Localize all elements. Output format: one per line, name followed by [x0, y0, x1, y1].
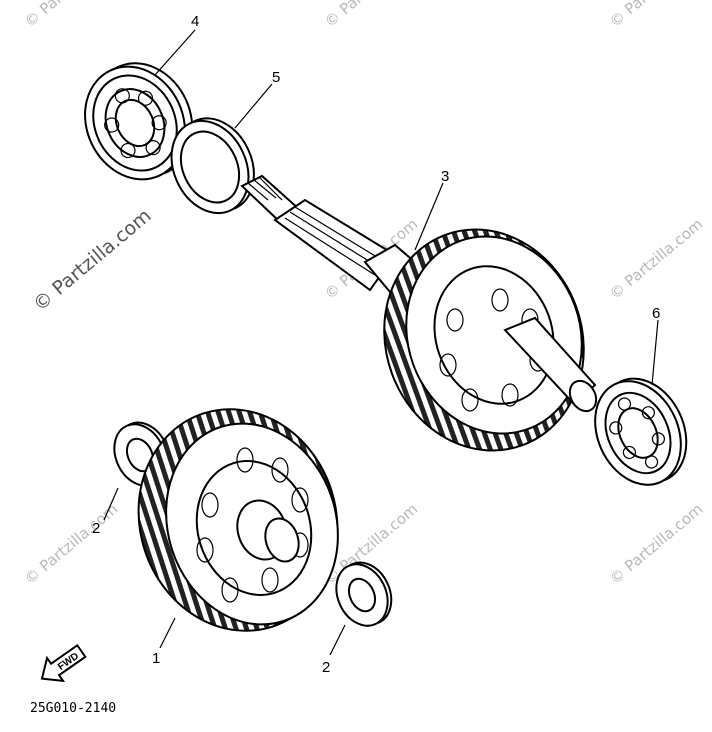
callout-1: 1 — [152, 650, 160, 667]
callout-2a: 2 — [92, 520, 100, 537]
watermark: © Partzilla.com — [606, 500, 706, 588]
watermark: © Partzilla.com — [21, 500, 121, 588]
callout-5: 5 — [272, 69, 280, 86]
part-1-gear — [137, 408, 339, 632]
watermark: © Partzilla.com — [29, 205, 155, 316]
callout-3: 3 — [441, 168, 449, 185]
part-6-bearing — [594, 377, 688, 486]
fwd-arrow-icon: FWD — [40, 643, 87, 683]
part-2-washer-lower — [335, 561, 393, 627]
watermark: © Partzilla.com — [321, 0, 421, 31]
part-code: 25G010-2140 — [30, 701, 116, 716]
callout-6: 6 — [652, 305, 660, 322]
leader-lines — [103, 29, 659, 656]
watermark: © Partzilla.com — [21, 0, 121, 31]
callouts: 4 5 3 6 2 1 2 — [92, 13, 660, 676]
part-4-bearing — [84, 62, 194, 181]
watermark: © Partzilla.com — [606, 215, 706, 303]
watermark: © Partzilla.com — [606, 0, 706, 31]
callout-2b: 2 — [322, 659, 330, 676]
part-5-oil-seal — [170, 117, 255, 215]
part-3-shaft-gear — [240, 174, 598, 452]
callout-4: 4 — [191, 13, 199, 30]
